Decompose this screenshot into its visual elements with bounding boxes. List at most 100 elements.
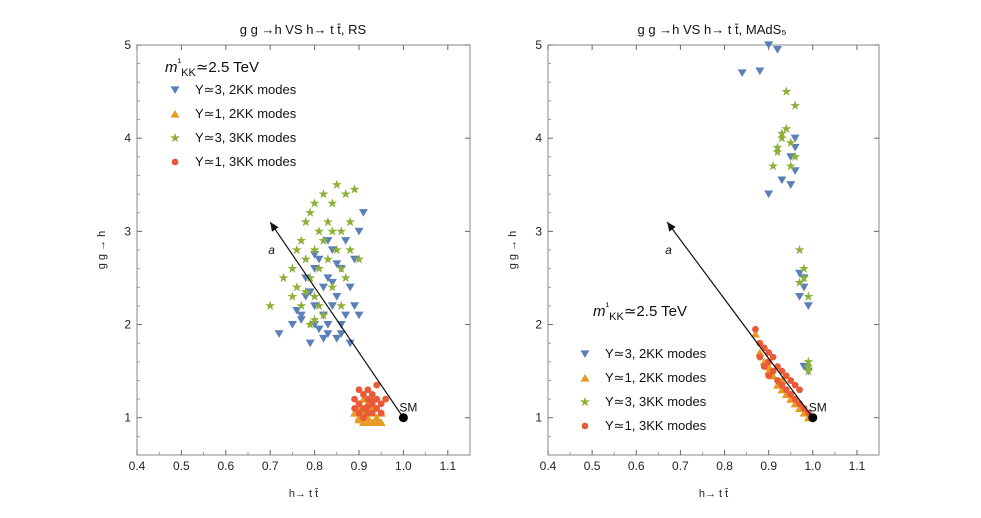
data-point [778, 367, 786, 375]
data-point [364, 386, 372, 394]
data-point [351, 395, 358, 403]
data-point [301, 292, 311, 301]
y-tick-label: 4 [124, 131, 131, 145]
x-tick-label: 0.5 [584, 459, 601, 473]
data-point [772, 46, 782, 54]
y-tick-label: 2 [535, 318, 542, 332]
data-point [305, 319, 316, 329]
data-point [314, 226, 324, 236]
data-point [774, 377, 781, 384]
data-point [737, 69, 747, 78]
data-point [368, 397, 376, 405]
data-point [332, 334, 342, 343]
data-point [786, 181, 796, 189]
data-point [305, 272, 316, 283]
data-point [318, 188, 329, 199]
data-point [782, 386, 790, 394]
legend-entry-label: Y≃1, 3KK modes [605, 418, 707, 433]
data-point [336, 226, 347, 236]
data-point [331, 179, 342, 189]
data-point [776, 128, 787, 138]
data-point [291, 282, 302, 292]
x-tick-label: 0.4 [540, 459, 557, 473]
data-point [349, 184, 360, 194]
data-point [323, 320, 333, 329]
y-axis-label: g g → h [507, 231, 519, 270]
data-point [790, 100, 801, 110]
series-star [265, 179, 364, 329]
data-point [787, 391, 795, 398]
arrow-head [270, 222, 279, 232]
data-point [799, 272, 809, 283]
data-point [300, 254, 311, 264]
data-point [752, 325, 759, 333]
data-point [309, 198, 320, 208]
data-point [309, 244, 320, 255]
legend-marker [580, 373, 590, 382]
data-point [372, 413, 382, 422]
legend-marker [170, 109, 180, 118]
plot-frame [547, 44, 880, 456]
y-tick-label: 5 [535, 38, 542, 52]
data-point [345, 244, 356, 255]
data-point [376, 418, 386, 426]
x-tick-label: 1.1 [439, 459, 456, 473]
data-point [355, 400, 363, 408]
data-point [314, 325, 324, 334]
data-point [782, 372, 790, 380]
arrow-label: a [665, 243, 672, 257]
data-point [803, 365, 814, 376]
y-tick-label: 4 [535, 131, 542, 145]
data-point [345, 216, 356, 227]
data-point [377, 409, 385, 417]
data-point [785, 160, 796, 171]
data-point [323, 216, 333, 227]
data-point [318, 310, 329, 320]
data-point [327, 226, 338, 236]
x-tick-label: 0.9 [760, 459, 777, 473]
legend-marker [580, 350, 590, 359]
data-point [300, 286, 311, 297]
data-point [341, 237, 351, 245]
data-point [803, 291, 814, 301]
sm-point [808, 413, 818, 423]
data-point [354, 254, 364, 264]
data-point [776, 133, 787, 143]
data-point [790, 134, 800, 143]
series-circle [752, 325, 812, 417]
y-axis-label: g g → h [96, 231, 108, 270]
data-point [332, 260, 342, 269]
x-tick-label: 0.5 [173, 459, 190, 473]
legend-marker [171, 158, 179, 166]
data-point [305, 288, 315, 296]
data-point [350, 255, 360, 264]
data-point [803, 356, 814, 366]
y-tick-label: 3 [124, 224, 131, 238]
data-point [368, 391, 376, 398]
data-point [796, 386, 803, 394]
data-point [781, 86, 792, 96]
y-tick-label: 1 [124, 411, 131, 425]
data-point [345, 339, 355, 348]
data-point [765, 349, 773, 356]
chart-title: g g →h VS h→ t t̄, MAdS₅ [637, 22, 786, 37]
arrow-label: a [268, 243, 275, 257]
data-point [777, 176, 787, 185]
data-point [764, 190, 774, 199]
data-point [354, 227, 364, 236]
x-tick-label: 1.0 [804, 459, 821, 473]
legend-marker [581, 422, 589, 430]
chart-title: g g →h VS h→ t t̄, RS [240, 22, 367, 37]
data-point [301, 274, 311, 283]
series-circle [351, 381, 390, 422]
legend-entry-label: Y≃3, 2KK modes [195, 82, 297, 97]
data-point [373, 405, 381, 412]
data-point [756, 353, 764, 361]
y-tick-label: 5 [124, 38, 131, 52]
data-point [750, 329, 760, 338]
data-point [794, 277, 805, 287]
